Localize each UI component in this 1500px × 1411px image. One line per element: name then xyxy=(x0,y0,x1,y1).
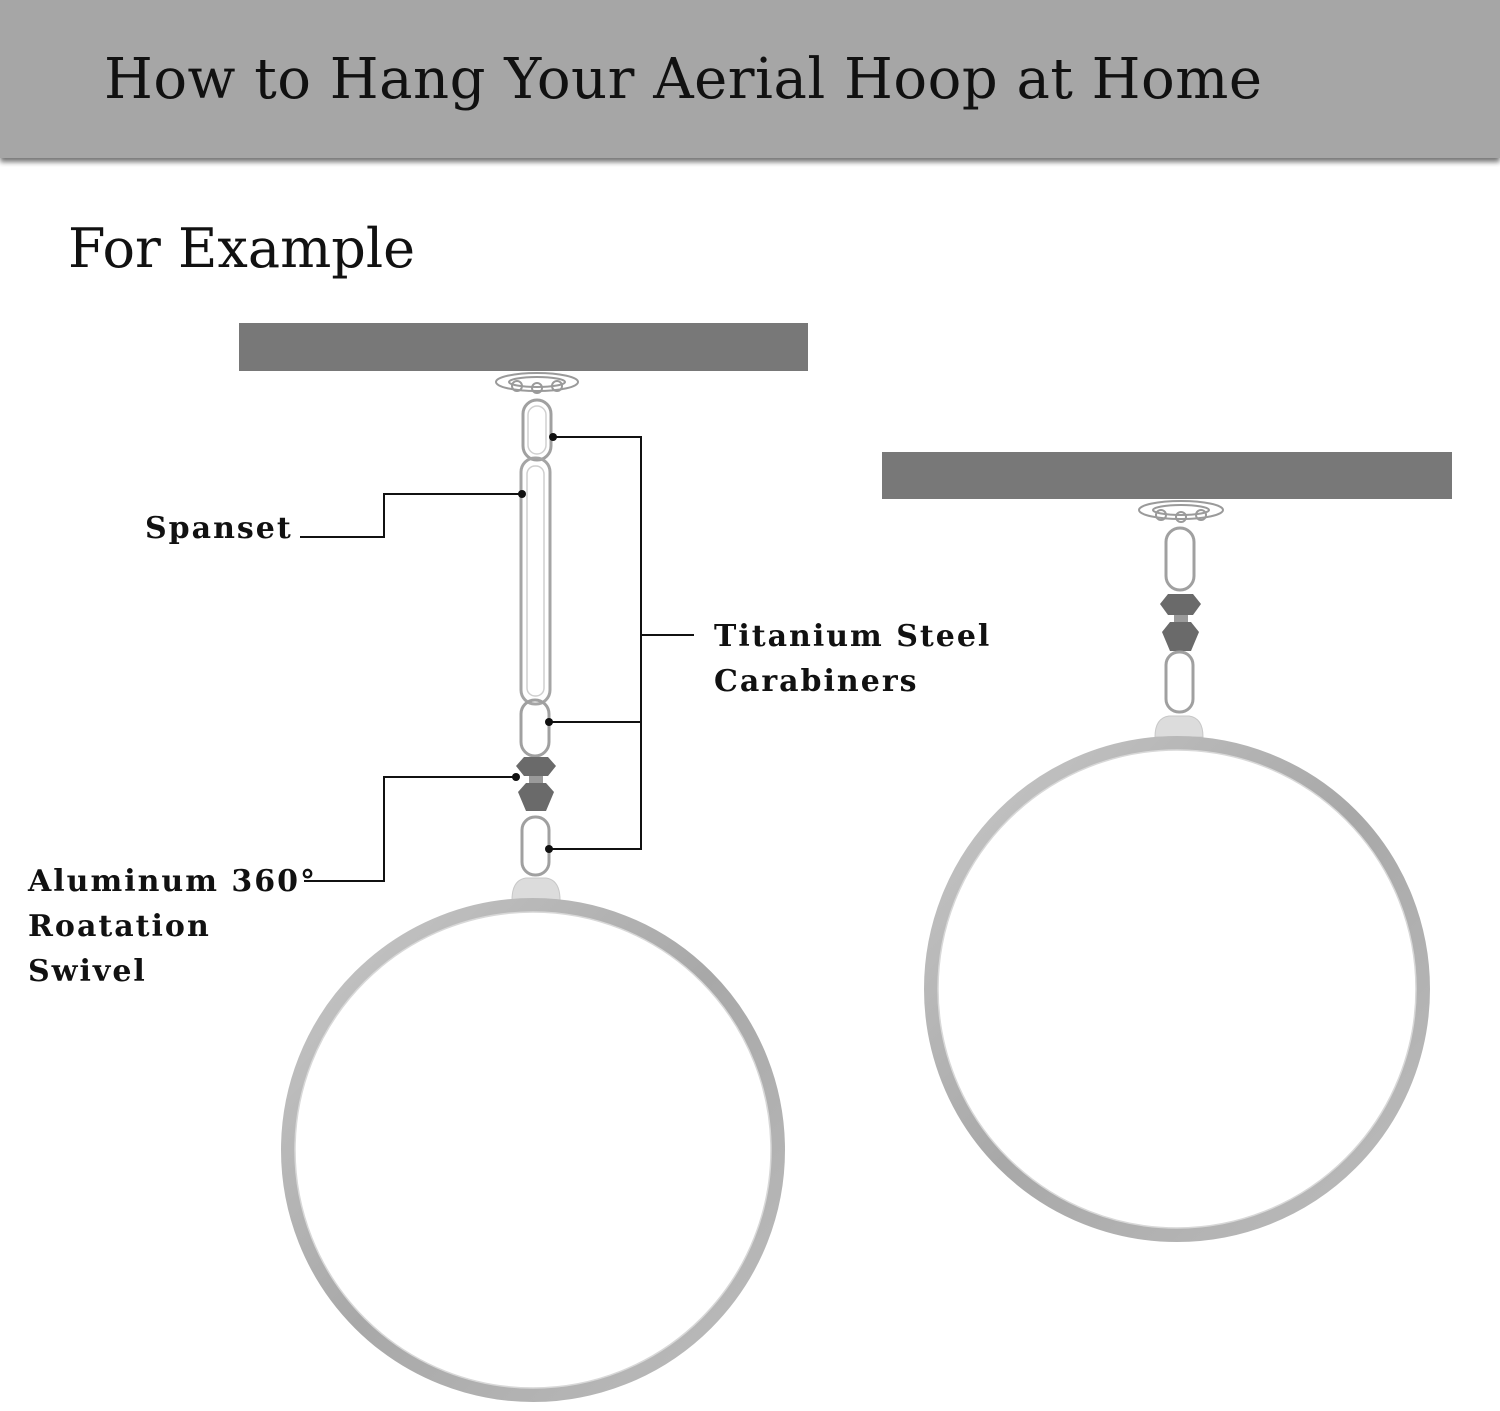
swivel-leader-dot xyxy=(512,773,520,781)
hoop-tab-right xyxy=(1154,715,1204,738)
ceiling-beam-left xyxy=(239,323,808,371)
carabiner-bottom-dot xyxy=(545,845,553,853)
header-banner: How to Hang Your Aerial Hoop at Home xyxy=(0,0,1500,158)
carabiner-top-right xyxy=(1164,526,1196,592)
carabiner-middle-left xyxy=(519,698,551,758)
swivel-label-line1: Aluminum 360° xyxy=(28,864,318,899)
carabiner-bottom-left xyxy=(520,815,551,877)
ceiling-mount-right xyxy=(1138,500,1224,523)
hoop-tab-left xyxy=(511,877,561,901)
carabiners-label: Titanium Steel Carabiners xyxy=(714,614,991,704)
swivel-label: Aluminum 360° Roatation Swivel xyxy=(28,859,317,994)
spanset-leader-dot xyxy=(518,490,526,498)
carabiners-leader-lines xyxy=(549,436,694,850)
page-title: How to Hang Your Aerial Hoop at Home xyxy=(104,47,1263,112)
carabiner-middle-dot xyxy=(545,718,553,726)
spanset-label: Spanset xyxy=(145,511,293,546)
subtitle: For Example xyxy=(68,217,416,280)
swivel-left xyxy=(516,757,556,811)
aerial-hoop-left xyxy=(281,898,785,1402)
ceiling-beam-right xyxy=(882,452,1452,499)
carabiners-label-line2: Carabiners xyxy=(714,664,919,699)
swivel-leader-line xyxy=(304,776,516,882)
spanset-leader-line xyxy=(300,493,522,538)
ceiling-mount-left xyxy=(495,372,579,394)
carabiner-top-left xyxy=(521,398,553,462)
aerial-hoop-right xyxy=(924,736,1430,1242)
swivel-right xyxy=(1160,594,1201,651)
spanset-left xyxy=(519,456,552,706)
carabiner-top-dot xyxy=(549,433,557,441)
carabiners-label-line1: Titanium Steel xyxy=(714,619,992,654)
swivel-label-line3: Swivel xyxy=(28,954,147,989)
swivel-label-line2: Roatation xyxy=(28,909,211,944)
carabiner-bottom-right xyxy=(1164,650,1195,714)
